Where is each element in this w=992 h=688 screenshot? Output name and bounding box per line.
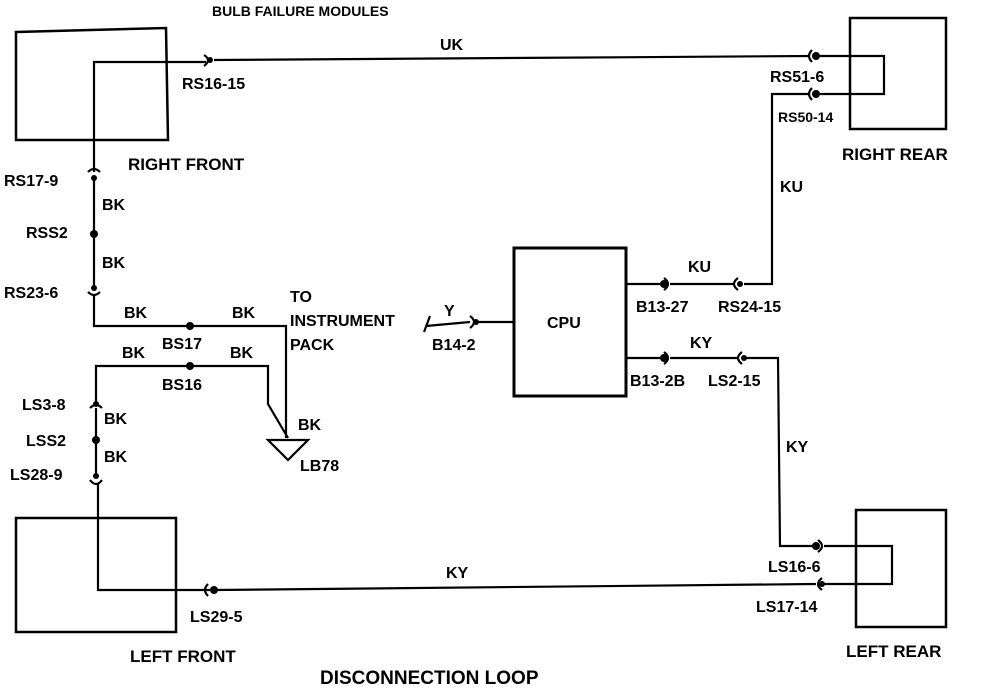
bs17-label: BS17 <box>162 336 202 353</box>
bs16-bk-wire <box>94 364 289 439</box>
ls3-8-pin <box>93 401 99 407</box>
ls2-15-pin <box>741 355 747 361</box>
wire-ky-bottom-label: KY <box>446 565 469 582</box>
ls2-15-label: LS2-15 <box>708 373 761 390</box>
ky-vertical-wire <box>744 356 816 548</box>
ls17-14-connector <box>816 577 823 591</box>
instrument-note-line1: TO <box>290 289 312 306</box>
instrument-note-line2: INSTRUMENT <box>290 313 395 330</box>
wire-bk-label: BK <box>298 417 322 434</box>
right-rear-label: RIGHT REAR <box>842 145 948 164</box>
cpu-box <box>512 246 628 398</box>
ls16-6-label: LS16-6 <box>768 559 821 576</box>
rss2-label: RSS2 <box>26 225 68 242</box>
ls29-5-label: LS29-5 <box>190 609 243 626</box>
lr-internal-loop <box>824 544 894 586</box>
bs17-splice <box>186 322 194 330</box>
diagram-title: BULB FAILURE MODULES <box>212 3 389 19</box>
b14-2-pin <box>473 319 479 325</box>
y-wire-break <box>422 315 432 333</box>
ls17-14-pin <box>819 581 825 587</box>
ls29-5-pin <box>210 586 218 594</box>
b13-27-pin <box>660 280 668 288</box>
wire-bk-label: BK <box>104 449 128 466</box>
right-rear-module-box <box>848 16 948 131</box>
ky-bottom-wire <box>215 582 817 592</box>
ls16-6-pin <box>812 542 820 550</box>
rs17-9-connector <box>87 167 101 173</box>
ground-symbol <box>265 438 311 462</box>
wire-bk-label: BK <box>230 345 254 362</box>
left-rear-module-box <box>854 508 948 629</box>
ku-vertical-wire <box>744 92 810 286</box>
y-wire <box>425 320 471 328</box>
rr-internal-loop <box>820 54 886 96</box>
rs51-6-label: RS51-6 <box>770 69 824 86</box>
b13-27-connector <box>663 277 670 291</box>
wire-ky-vertical-label: KY <box>786 439 809 456</box>
wire-bk-label: BK <box>232 305 256 322</box>
wire-bk-label: BK <box>124 305 148 322</box>
wire-bk-label: BK <box>122 345 146 362</box>
b13-27-label: B13-27 <box>636 299 689 316</box>
ls28-9-label: LS28-9 <box>10 467 63 484</box>
rss2-splice <box>90 230 98 238</box>
rs24-15-pin <box>737 281 743 287</box>
left-front-module-box <box>14 516 178 634</box>
b13-2b-connector <box>663 351 670 365</box>
rs16-15-label: RS16-15 <box>182 76 245 93</box>
uk-wire <box>213 54 811 62</box>
diagram-caption: DISCONNECTION LOOP <box>320 668 539 688</box>
right-front-label: RIGHT FRONT <box>128 155 245 174</box>
rs50-14-connector <box>807 87 813 101</box>
ls28-9-connector <box>89 479 103 486</box>
rf-internal-wire <box>92 60 206 172</box>
rs50-14-label: RS50-14 <box>778 109 833 125</box>
rs16-15-pin <box>207 57 213 63</box>
b13-2b-label: B13-2B <box>630 373 685 390</box>
bs16-splice <box>186 362 194 370</box>
wire-ku-cpu-label: KU <box>688 259 711 276</box>
lss2-splice <box>92 436 100 444</box>
wire-y-label: Y <box>444 303 455 320</box>
wire-ku-vertical-label: KU <box>780 179 803 196</box>
rs23-6-label: RS23-6 <box>4 285 58 302</box>
wire-uk-label: UK <box>440 37 464 54</box>
rs23-6-connector <box>87 291 101 297</box>
ls29-5-connector <box>203 583 209 597</box>
rs23-6-pin <box>91 285 97 291</box>
b14-2-label: B14-2 <box>432 337 476 354</box>
ls16-6-connector <box>817 539 824 553</box>
rs24-15-connector <box>732 277 739 291</box>
rs50-14-pin <box>812 90 820 98</box>
b13-2b-pin <box>660 354 668 362</box>
wire-bk-label: BK <box>102 255 126 272</box>
ls17-14-label: LS17-14 <box>756 599 817 616</box>
ls3-8-label: LS3-8 <box>22 397 66 414</box>
rs51-6-connector <box>807 49 813 63</box>
wire-bk-label: BK <box>104 411 128 428</box>
wire-ky-cpu-label: KY <box>690 335 713 352</box>
rs51-6-pin <box>812 52 820 60</box>
ls2-15-connector <box>736 351 743 365</box>
rs17-9-pin <box>91 175 97 181</box>
instrument-note-line3: PACK <box>290 337 335 354</box>
wire-bk-label: BK <box>102 197 126 214</box>
lss2-label: LSS2 <box>26 433 66 450</box>
left-front-label: LEFT FRONT <box>130 647 236 666</box>
rs17-9-label: RS17-9 <box>4 173 58 190</box>
lf-internal-wire <box>96 484 210 592</box>
ls28-9-pin <box>93 473 99 479</box>
bs16-label: BS16 <box>162 377 202 394</box>
rs24-15-label: RS24-15 <box>718 299 781 316</box>
lb78-label: LB78 <box>300 458 339 475</box>
left-rear-label: LEFT REAR <box>846 642 941 661</box>
right-front-module-box <box>14 26 170 142</box>
cpu-label: CPU <box>547 315 581 332</box>
